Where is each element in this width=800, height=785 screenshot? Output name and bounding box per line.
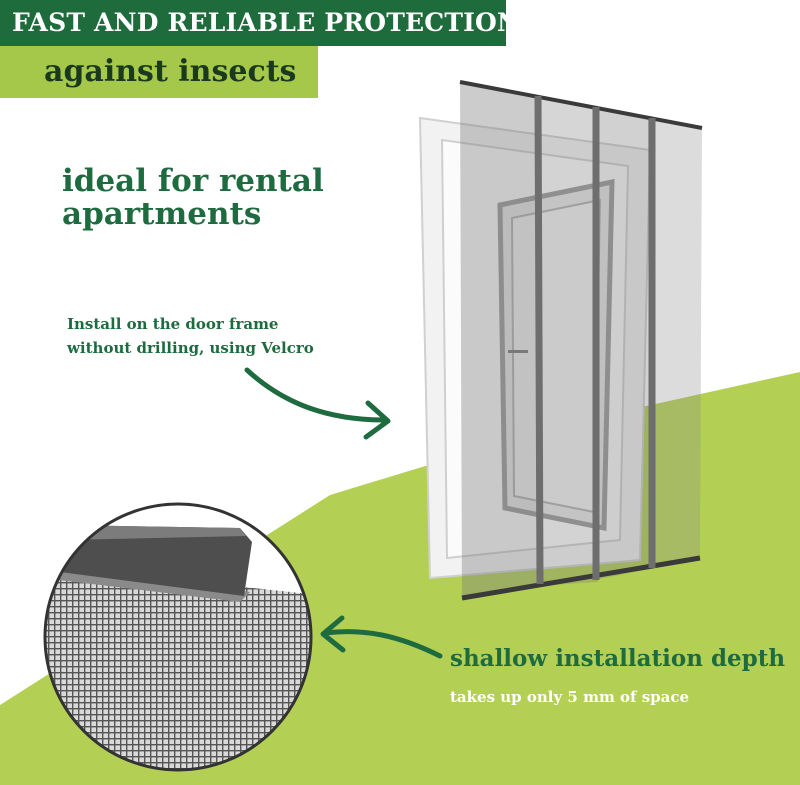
install-line-2: without drilling, using Velcro	[67, 339, 314, 357]
arrow-to-magnifier	[320, 615, 443, 659]
headline-line-1: ideal for rental	[62, 163, 324, 199]
screen-panels	[459, 80, 703, 601]
subheadline-banner: against insects	[0, 46, 318, 98]
install-note: Install on the door frame without drilli…	[67, 312, 367, 360]
headline-banner: FAST AND RELIABLE PROTECTION	[0, 0, 520, 46]
feature-headline: ideal for rental apartments	[62, 165, 382, 231]
install-line-1: Install on the door frame	[67, 315, 279, 333]
arrow-to-frame	[244, 367, 391, 440]
magnifier-detail	[43, 502, 313, 772]
depth-title: shallow installation depth	[450, 645, 786, 672]
depth-subtitle: takes up only 5 mm of space	[450, 688, 690, 706]
subheadline-text: against insects	[44, 54, 297, 89]
headline-line-2: apartments	[62, 196, 262, 232]
